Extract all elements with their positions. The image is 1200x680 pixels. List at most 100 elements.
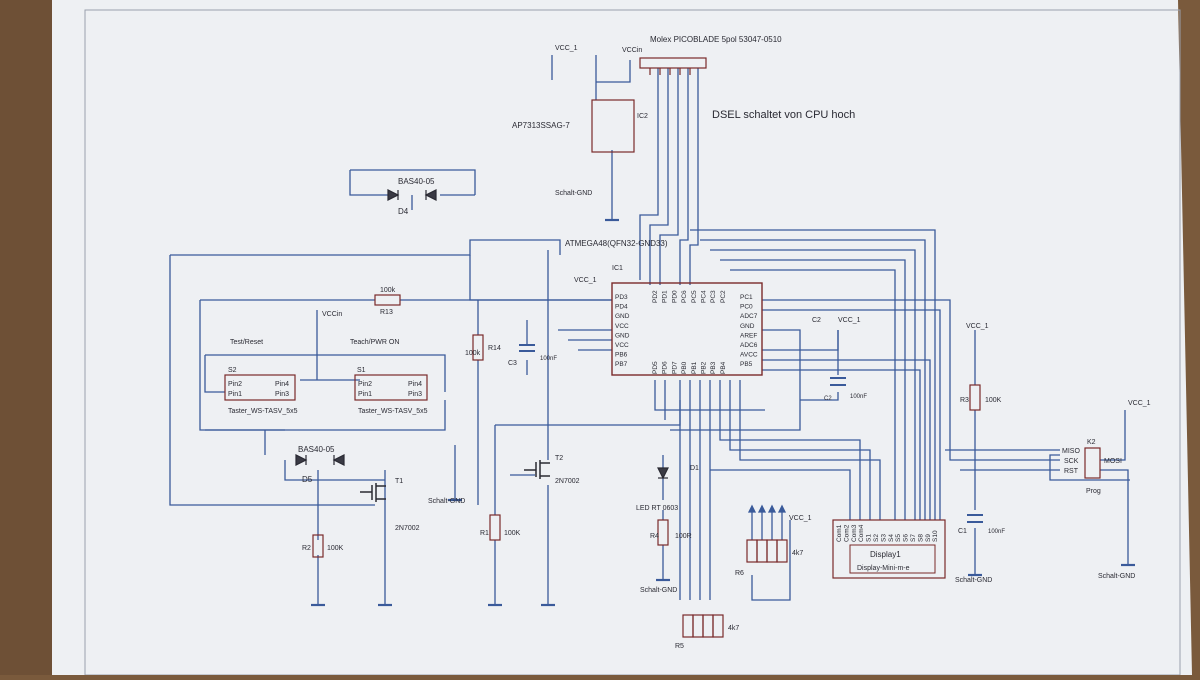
vccin-label: VCCin — [322, 311, 342, 318]
s2-ref: S2 — [228, 367, 237, 374]
c3-value: 100nF — [540, 356, 557, 362]
mcu-pin-label: ADC7 — [740, 313, 758, 320]
mcu-pin-label: PB0 — [681, 361, 688, 374]
regulator-box — [591, 99, 635, 153]
diode-bottom-label: BAS40-05 — [298, 445, 335, 454]
c3-ref: C3 — [508, 360, 517, 367]
s2-part: Taster_WS-TASV_5x5 — [228, 408, 298, 415]
mcu-pin-label: PD7 — [671, 361, 678, 374]
resistor-array-r5 — [682, 614, 724, 638]
mcu-pin-label: PD6 — [662, 361, 669, 374]
s1-pin1: Pin1 — [358, 391, 372, 398]
resistor-r1 — [489, 514, 501, 541]
transistors — [360, 460, 550, 502]
display-pin-label: S10 — [932, 530, 939, 542]
display-pin-label: S7 — [910, 534, 917, 542]
vcc1-k2: VCC_1 — [1128, 400, 1151, 407]
diode-top-label: BAS40-05 — [398, 177, 435, 186]
r5-ref: R5 — [675, 643, 684, 650]
prog-label: Prog — [1086, 488, 1101, 495]
mcu-pin-label: PB5 — [740, 361, 753, 368]
resistor-array-r6 — [746, 539, 788, 563]
mcu-pin-label: PC3 — [710, 290, 717, 303]
s2-pin3: Pin3 — [275, 391, 289, 398]
r1-ref: R1 — [480, 530, 489, 537]
paper-sheet — [40, 0, 1192, 675]
c2-value: 100nF — [850, 394, 867, 400]
resistor-r4 — [657, 519, 669, 546]
c2-ref: C2 — [812, 317, 821, 324]
display-pin-label: S8 — [917, 534, 924, 542]
diodes — [295, 189, 669, 480]
mcu-box — [611, 282, 763, 376]
mcu-pin-label: PD3 — [615, 294, 628, 301]
r2-ref: R2 — [302, 545, 311, 552]
desk-edge — [0, 0, 52, 675]
dsel-note: DSEL schaltet von CPU hoch — [712, 109, 855, 121]
teach-pwr-label: Teach/PWR ON — [350, 339, 399, 346]
diode-bottom-ref: D5 — [302, 475, 313, 484]
display-pin-label: S3 — [880, 534, 887, 542]
pullup-arrows — [747, 504, 787, 513]
display-pin-label: S1 — [866, 534, 873, 542]
display-pin-label: S5 — [895, 534, 902, 542]
s1-pin4: Pin4 — [408, 381, 422, 388]
display-pin-label: Com1 — [836, 524, 843, 542]
s1-pin2: Pin2 — [358, 381, 372, 388]
d1-ref: D1 — [690, 465, 699, 472]
connector-title: Molex PICOBLADE 5pol 53047-0510 — [650, 35, 782, 44]
r14-ref: R14 — [488, 345, 501, 352]
regulator-ic-label: IC2 — [637, 113, 648, 120]
resistor-r14 — [472, 334, 484, 361]
schalt-gnd-mid: Schalt-GND — [428, 498, 465, 505]
display-pin-label: Com3 — [851, 524, 858, 542]
r13-value: 100k — [380, 287, 396, 294]
sck-label: SCK — [1064, 458, 1079, 465]
r4-value: 100R — [675, 533, 692, 540]
r5-value: 4k7 — [728, 625, 739, 632]
test-reset-label: Test/Reset — [230, 339, 263, 346]
schalt-gnd-k2: Schalt-GND — [1098, 573, 1135, 580]
c2-label-bottom: C2 — [824, 396, 832, 402]
mcu-pin-label: GND — [615, 332, 630, 339]
mcu-pin-label: PD1 — [662, 290, 669, 303]
mcu-pin-label: PB7 — [615, 361, 628, 368]
connector-molex — [639, 57, 707, 75]
mosi-label: MOSI — [1104, 458, 1122, 465]
resistor-r13 — [374, 294, 401, 306]
display-part: Display-Mini-m-e — [857, 565, 910, 572]
mcu-pin-label: GND — [740, 323, 755, 330]
resistor-r3 — [969, 384, 981, 411]
schalt-gnd-top: Schalt-GND — [555, 190, 592, 197]
r14-value: 100k — [465, 350, 481, 357]
c1-ref: C1 — [958, 528, 967, 535]
t2-part: 2N7002 — [555, 478, 580, 485]
ground-symbols — [311, 218, 1135, 607]
mcu-pin-label: AVCC — [740, 352, 758, 359]
t1-ref: T1 — [395, 478, 403, 485]
capacitors — [519, 344, 983, 523]
mcu-label: ATMEGA48(QFN32-GND33) — [565, 239, 668, 248]
mcu-pin-label: PB3 — [710, 361, 717, 374]
schalt-gnd-led: Schalt-GND — [640, 587, 677, 594]
r3-value: 100K — [985, 397, 1002, 404]
schalt-gnd-c1: Schalt-GND — [955, 577, 992, 584]
mcu-pin-label: PB4 — [720, 361, 727, 374]
vcc1-mcu: VCC_1 — [574, 277, 597, 284]
s1-ref: S1 — [357, 367, 366, 374]
regulator-label: AP7313SSAG-7 — [512, 121, 570, 130]
c1-value: 100nF — [988, 529, 1005, 535]
miso-label: MISO — [1062, 448, 1080, 455]
vcc1-r3: VCC_1 — [966, 323, 989, 330]
diode-top-ref: D4 — [398, 207, 409, 216]
mcu-ref: IC1 — [612, 265, 623, 272]
display-pin-label: Com4 — [858, 524, 865, 542]
s1-part: Taster_WS-TASV_5x5 — [358, 408, 428, 415]
vcc1-label-top: VCC_1 — [555, 45, 578, 52]
mcu-pin-label: PD2 — [652, 290, 659, 303]
r13-ref: R13 — [380, 309, 393, 316]
